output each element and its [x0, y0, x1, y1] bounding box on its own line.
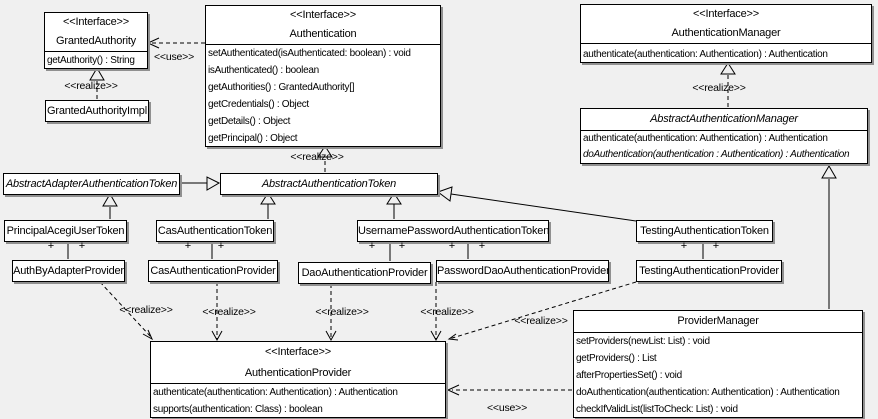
class-name: ProviderManager [677, 315, 759, 327]
method: getProviders() : List [576, 353, 657, 364]
class-name: TestingAuthenticationProvider [639, 265, 779, 277]
generalization-arrow-castoken [260, 192, 276, 219]
class-name: DaoAuthenticationProvider [301, 267, 428, 279]
class-testing-authentication-provider: TestingAuthenticationProvider [636, 260, 782, 282]
class-name: GrantedAuthorityImpl [47, 105, 147, 117]
class-auth-by-adapter-provider: AuthByAdapterProvider [12, 260, 125, 282]
method: doAuthentication(authentication : Authen… [583, 149, 850, 160]
class-abstract-adapter-authentication-token: AbstractAdapterAuthenticationToken [3, 173, 180, 195]
realize-arrow-daoprovider [325, 284, 337, 342]
class-username-password-authentication-token: UsernamePasswordAuthenticationToken [357, 220, 549, 242]
class-provider-manager: ProviderManager setProviders(newList: Li… [573, 310, 863, 418]
method: getAuthority() : String [47, 55, 135, 66]
class-name: AuthenticationManager [671, 27, 781, 39]
class-granted-authority-impl: GrantedAuthorityImpl [45, 100, 149, 122]
class-name: GrantedAuthority [56, 35, 136, 47]
class-name: PasswordDaoAuthenticationProvider [437, 265, 609, 277]
association-plus: + [368, 240, 376, 252]
method: afterPropertiesSet() : void [576, 370, 682, 381]
association-plus: + [217, 240, 225, 252]
method: doAuthentication(authentication: Authent… [576, 387, 840, 398]
stereotype: <<Interface>> [290, 9, 356, 21]
stereotype: <<Interface>> [693, 8, 759, 20]
use-label: <<use>> [153, 51, 195, 63]
class-name: CasAuthenticationProvider [150, 265, 276, 277]
realize-label: <<realize>> [290, 151, 344, 163]
use-arrow-providermanager-authenticationprovider [446, 384, 572, 396]
realize-arrow-abstractauthenticationtoken [317, 145, 333, 172]
class-name: PrincipalAcegiUserToken [6, 225, 125, 237]
generalization-arrow-abstractadapter [179, 176, 221, 191]
method: getPrincipal() : Object [208, 133, 298, 144]
generalization-arrow-principalacegi [102, 193, 118, 219]
class-authentication-manager: <<Interface>> AuthenticationManager auth… [580, 4, 872, 63]
stereotype: <<Interface>> [63, 16, 129, 28]
class-name: TestingAuthenticationToken [640, 225, 769, 237]
association-plus: + [398, 240, 406, 252]
method: getAuthorities() : GrantedAuthority[] [208, 82, 355, 93]
class-cas-authentication-token: CasAuthenticationToken [156, 220, 274, 242]
realize-arrow-authbyadapterprovider [99, 281, 154, 341]
realize-label: <<realize>> [315, 306, 369, 318]
method: checkIfValidList(listToCheck: List) : vo… [576, 404, 738, 415]
association-plus: + [448, 240, 456, 252]
class-name: Authentication [289, 28, 357, 40]
class-name: AuthenticationProvider [244, 367, 352, 379]
class-name: CasAuthenticationToken [157, 225, 273, 237]
use-arrow-authentication-grantedauthority [146, 37, 205, 49]
class-cas-authentication-provider: CasAuthenticationProvider [148, 260, 278, 282]
class-name: AuthByAdapterProvider [13, 265, 124, 277]
realize-arrow-abstractauthenticationmanager [720, 62, 736, 107]
generalization-arrow-usernamepasswordtoken [386, 192, 402, 219]
method: supports(authentication: Class) : boolea… [153, 404, 323, 415]
realize-arrow-grantedauthorityimpl [89, 67, 105, 99]
association-plus: + [47, 240, 55, 252]
class-testing-authentication-token: TestingAuthenticationToken [636, 220, 773, 242]
method: authenticate(authentication: Authenticat… [583, 133, 828, 144]
use-label: <<use>> [486, 402, 528, 414]
association-plus: + [680, 240, 688, 252]
class-abstract-authentication-token: AbstractAuthenticationToken [220, 173, 438, 195]
class-name: AbstractAuthenticationManager [650, 113, 798, 125]
class-dao-authentication-provider: DaoAuthenticationProvider [298, 262, 431, 284]
realize-arrow-testingprovider [447, 281, 637, 341]
method: getCredentials() : Object [208, 99, 309, 110]
realize-label: <<realize>> [692, 82, 746, 94]
class-granted-authority: <<Interface>> GrantedAuthority getAuthor… [44, 12, 148, 69]
method: authenticate(authentication: Authenticat… [153, 387, 398, 398]
class-abstract-authentication-manager: AbstractAuthenticationManager authentica… [580, 108, 868, 164]
association-plus: + [78, 240, 86, 252]
generalization-arrow-testingtoken [436, 186, 637, 222]
class-name: UsernamePasswordAuthenticationToken [358, 225, 549, 237]
stereotype: <<Interface>> [265, 346, 331, 358]
class-name: AbstractAuthenticationToken [261, 178, 397, 190]
realize-label: <<realize>> [420, 306, 474, 318]
realize-label: <<realize>> [202, 306, 256, 318]
association-plus: + [478, 240, 486, 252]
method: isAuthenticated() : boolean [208, 65, 319, 76]
realize-label: <<realize>> [64, 80, 118, 92]
realize-label: <<realize>> [119, 304, 173, 316]
realize-label: <<realize>> [514, 315, 568, 327]
class-authentication-provider: <<Interface>> AuthenticationProvider aut… [150, 341, 446, 418]
association-plus: + [184, 240, 192, 252]
class-authentication: <<Interface>> Authentication setAuthenti… [205, 5, 441, 147]
association-plus: + [712, 240, 720, 252]
method: authenticate(authentication: Authenticat… [583, 49, 828, 60]
generalization-arrow-providermanager [821, 165, 837, 309]
class-name: AbstractAdapterAuthenticationToken [5, 178, 178, 190]
class-principal-acegi-user-token: PrincipalAcegiUserToken [4, 220, 127, 242]
realize-arrow-casprovider [211, 282, 223, 342]
class-password-dao-authentication-provider: PasswordDaoAuthenticationProvider [436, 260, 609, 282]
realize-arrow-passworddaoprovider [430, 282, 442, 342]
method: setProviders(newList: List) : void [576, 336, 710, 347]
method: setAuthenticated(isAuthenticated: boolea… [208, 48, 411, 59]
method: getDetails() : Object [208, 116, 291, 127]
